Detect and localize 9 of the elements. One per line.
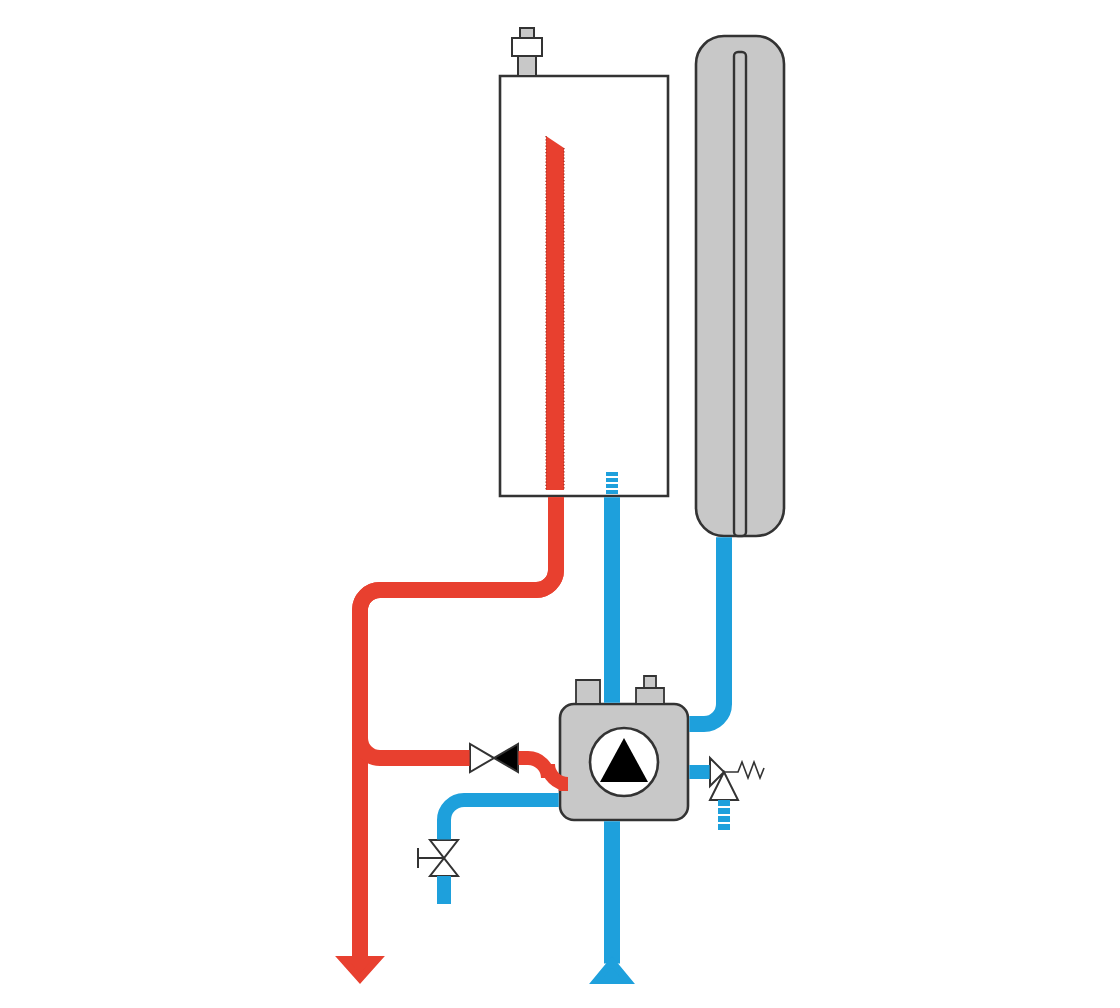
drain-valve [417,839,461,877]
expansion-tank [694,34,786,538]
pipe [352,497,564,766]
pump-unit [558,702,690,822]
pipe [437,793,559,840]
pipe [689,765,710,779]
boiler-box [498,74,670,498]
pipe [604,497,620,703]
safety-valve [709,757,765,801]
